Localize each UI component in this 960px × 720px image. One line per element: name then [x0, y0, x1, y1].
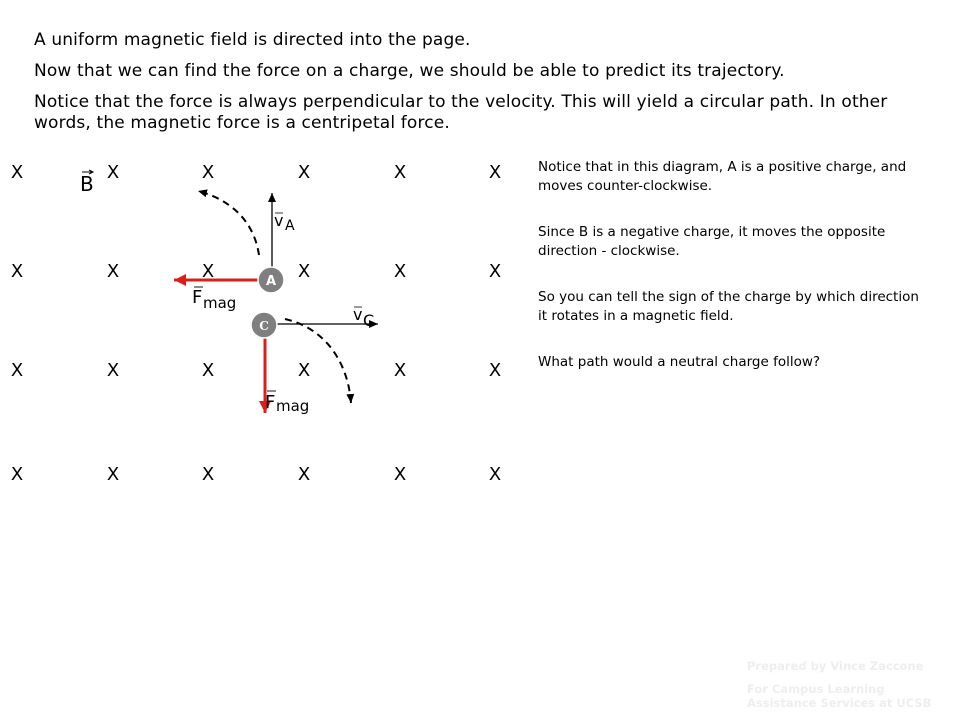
charge-c-label: C: [259, 319, 269, 333]
field-marker-r2-c5: X: [489, 360, 501, 381]
field-marker-r0-c0: X: [11, 162, 23, 183]
note-1: Notice that in this diagram, A is a posi…: [538, 159, 907, 194]
intro-text: A uniform magnetic field is directed int…: [34, 30, 894, 144]
velocity-label-c-base: v: [353, 305, 362, 324]
field-marker-r0-c3: X: [298, 162, 310, 183]
velocity-label-a: v A: [274, 211, 295, 234]
note-4: What path would a neutral charge follow?: [538, 354, 821, 370]
field-label-b: B: [80, 169, 95, 196]
field-marker-r2-c4: X: [394, 360, 406, 381]
velocity-label-c: v C: [353, 305, 374, 330]
field-marker-r2-c2: X: [202, 360, 214, 381]
velocity-label-a-sub: A: [285, 218, 295, 234]
force-label-c-sub: mag: [276, 397, 309, 415]
trajectory-a: [197, 189, 260, 256]
intro-line-3: Notice that the force is always perpendi…: [34, 92, 888, 133]
field-label-b-text: B: [80, 172, 94, 196]
force-label-a-base: F: [192, 287, 202, 308]
credit-line-1: Prepared by Vince Zaccone: [747, 659, 924, 673]
charge-a: A: [257, 266, 285, 294]
velocity-label-c-sub: C: [363, 311, 374, 330]
intro-line-2: Now that we can find the force on a char…: [34, 61, 785, 81]
intro-line-1: A uniform magnetic field is directed int…: [34, 30, 471, 50]
notes-panel: Notice that in this diagram, A is a posi…: [538, 158, 928, 399]
charge-c-circle: [250, 311, 278, 339]
field-marker-r3-c1: X: [107, 464, 119, 485]
field-marker-r1-c4: X: [394, 261, 406, 282]
field-marker-r3-c4: X: [394, 464, 406, 485]
field-marker-r2-c1: X: [107, 360, 119, 381]
force-label-a: F mag: [192, 286, 236, 312]
field-marker-r3-c2: X: [202, 464, 214, 485]
force-label-c: F mag: [265, 390, 309, 415]
field-marker-r2-c0: X: [11, 360, 23, 381]
note-2: Since B is a negative charge, it moves t…: [538, 224, 886, 259]
field-marker-r0-c4: X: [394, 162, 406, 183]
field-marker-r1-c1: X: [107, 261, 119, 282]
field-marker-r3-c3: X: [298, 464, 310, 485]
credit: Prepared by Vince Zaccone For Campus Lea…: [747, 659, 957, 719]
charge-a-label: A: [266, 274, 276, 289]
charge-a-circle: [257, 266, 285, 294]
field-marker-r0-c1: X: [107, 162, 119, 183]
field-grid: X X X X X X X X X X X X X X X X X X X X X X X X: [11, 162, 501, 485]
field-label-b-arrow-head: [88, 169, 95, 175]
note-3: So you can tell the sign of the charge b…: [538, 289, 919, 324]
force-label-a-sub: mag: [203, 294, 236, 312]
field-marker-r3-c5: X: [489, 464, 501, 485]
charge-c: C: [250, 311, 278, 339]
field-marker-r1-c3: X: [298, 261, 310, 282]
field-marker-r0-c2: X: [202, 162, 214, 183]
field-marker-r1-c2: X: [202, 261, 214, 282]
field-marker-r1-c5: X: [489, 261, 501, 282]
field-marker-r1-c0: X: [11, 261, 23, 282]
velocity-label-a-base: v: [274, 211, 283, 230]
force-label-c-base: F: [265, 392, 275, 413]
field-marker-r2-c3: X: [298, 360, 310, 381]
credit-line-2: For Campus Learning Assistance Services …: [747, 682, 932, 710]
trajectory-c: [284, 318, 355, 404]
field-marker-r0-c5: X: [489, 162, 501, 183]
field-marker-r3-c0: X: [11, 464, 23, 485]
